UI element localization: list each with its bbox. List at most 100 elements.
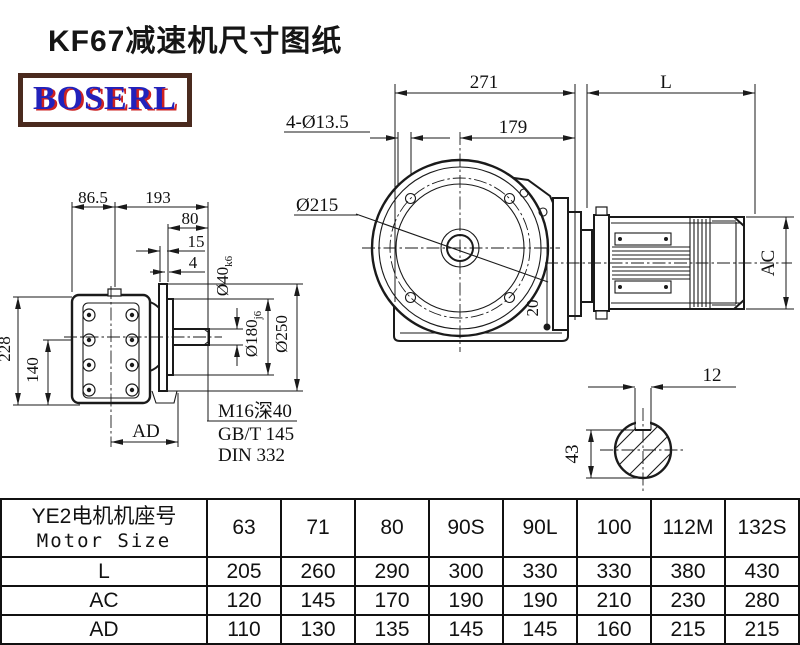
table-cell: 280 — [724, 585, 800, 616]
table-cell: 160 — [576, 614, 652, 645]
table-cell: 330 — [502, 556, 578, 587]
table-cell: 205 — [206, 556, 282, 587]
dim-key-height: 43 — [562, 429, 643, 479]
table-row-AD: AD 110 130 135 145 145 160 215 215 — [0, 614, 800, 645]
dim-pilot-dia: Ø180j6 — [173, 298, 274, 376]
dim-80: 80 — [167, 209, 208, 282]
shaft-section-view: 12 43 — [562, 365, 736, 492]
svg-text:AC: AC — [758, 250, 779, 276]
table-cell: 380 — [650, 556, 726, 587]
svg-text:12: 12 — [703, 365, 722, 386]
table-row-AC: AC 120 145 170 190 190 210 230 280 — [0, 585, 800, 616]
svg-text:193: 193 — [145, 188, 171, 207]
col-header: 63 — [206, 498, 282, 558]
svg-text:20: 20 — [523, 300, 542, 317]
dim-ad: AD — [111, 393, 179, 447]
page-title: KF67减速机尺寸图纸 — [48, 25, 343, 58]
svg-text:Ø40k6: Ø40k6 — [213, 255, 235, 296]
dim-axis-offset: 20 — [523, 248, 551, 331]
svg-text:4-Ø13.5: 4-Ø13.5 — [286, 112, 349, 133]
col-header: 100 — [576, 498, 652, 558]
front-view: 271 L 179 4-Ø13.5 Ø215 — [284, 72, 794, 352]
table-cell: 120 — [206, 585, 282, 616]
table-cell: 135 — [354, 614, 430, 645]
svg-text:80: 80 — [182, 209, 199, 228]
dim-140: 140 — [23, 339, 72, 405]
table-cell: 190 — [428, 585, 504, 616]
bolt-hole — [404, 291, 417, 304]
col-header: 132S — [724, 498, 800, 558]
motor-fins — [612, 246, 690, 280]
bolt-hole — [404, 192, 417, 205]
svg-text:15: 15 — [188, 232, 205, 251]
dim-4: 4 — [150, 253, 205, 275]
motor — [608, 216, 745, 310]
svg-text:43: 43 — [562, 445, 583, 464]
boserl-logo-text: BOSERL — [33, 80, 177, 117]
table-cell: 300 — [428, 556, 504, 587]
table-cell: 230 — [650, 585, 726, 616]
svg-text:M16深40: M16深40 — [218, 400, 292, 422]
row-label: AD — [0, 614, 208, 645]
svg-text:228: 228 — [0, 336, 14, 362]
svg-text:Ø180j6: Ø180j6 — [242, 310, 264, 357]
svg-text:Ø250: Ø250 — [272, 315, 291, 353]
dim-flange-dia: Ø215 — [294, 195, 358, 216]
shaft-end-notes: M16深40 GB/T 145 DIN 332 — [207, 400, 297, 466]
table-cell: 145 — [428, 614, 504, 645]
table-cell: 210 — [576, 585, 652, 616]
table-cell: 290 — [354, 556, 430, 587]
table-header-motor-size: YE2电机机座号 Motor Size — [0, 498, 208, 558]
table-cell: 215 — [724, 614, 800, 645]
table-cell: 130 — [280, 614, 356, 645]
col-header: 90S — [428, 498, 504, 558]
col-header: 71 — [280, 498, 356, 558]
col-header: 80 — [354, 498, 430, 558]
bolt-hole — [503, 291, 516, 304]
dim-271: 271 — [394, 72, 576, 320]
table-cell: 260 — [280, 556, 356, 587]
bolt-hole — [503, 192, 516, 205]
table-cell: 430 — [724, 556, 800, 587]
table-cell: 190 — [502, 585, 578, 616]
svg-text:L: L — [660, 72, 672, 93]
dim-L: L — [586, 72, 756, 214]
dim-ac: AC — [746, 216, 794, 310]
table-cell: 330 — [576, 556, 652, 587]
side-view: 86.5 193 80 15 4 — [0, 188, 303, 466]
table-cell: 215 — [650, 614, 726, 645]
svg-text:AD: AD — [132, 421, 159, 442]
row-label: L — [0, 556, 208, 587]
table-cell: 110 — [206, 614, 282, 645]
table-cell: 145 — [502, 614, 578, 645]
svg-text:GB/T 145: GB/T 145 — [218, 424, 294, 445]
svg-text:DIN 332: DIN 332 — [218, 445, 285, 466]
table-cell: 145 — [280, 585, 356, 616]
dim-flange-od: Ø250 — [168, 283, 303, 392]
col-header: 112M — [650, 498, 726, 558]
motor-size-table: YE2电机机座号 Motor Size 63 71 80 90S 90L 100… — [0, 498, 800, 645]
table-header-row: YE2电机机座号 Motor Size 63 71 80 90S 90L 100… — [0, 498, 800, 558]
boserl-logo: BOSERL — [18, 73, 192, 127]
dim-15: 15 — [136, 232, 205, 282]
svg-text:86.5: 86.5 — [78, 188, 108, 207]
header-en: Motor Size — [36, 530, 172, 552]
dim-86-5: 86.5 — [71, 188, 116, 292]
svg-text:4: 4 — [189, 253, 198, 272]
svg-text:271: 271 — [470, 72, 499, 93]
dim-228: 228 — [0, 296, 80, 406]
dim-holes: 4-Ø13.5 — [284, 112, 450, 186]
dim-shaft-dia: Ø40k6 — [209, 255, 243, 366]
header-cn: YE2电机机座号 — [31, 505, 177, 528]
svg-text:Ø215: Ø215 — [296, 195, 338, 216]
row-label: AC — [0, 585, 208, 616]
dim-key-width: 12 — [588, 365, 736, 390]
table-row-L: L 205 260 290 300 330 330 380 430 — [0, 556, 800, 587]
svg-text:179: 179 — [499, 117, 528, 138]
technical-drawing: 86.5 193 80 15 4 — [0, 72, 794, 492]
dim-193: 193 — [115, 188, 209, 421]
col-header: 90L — [502, 498, 578, 558]
table-cell: 170 — [354, 585, 430, 616]
svg-text:140: 140 — [23, 357, 42, 383]
